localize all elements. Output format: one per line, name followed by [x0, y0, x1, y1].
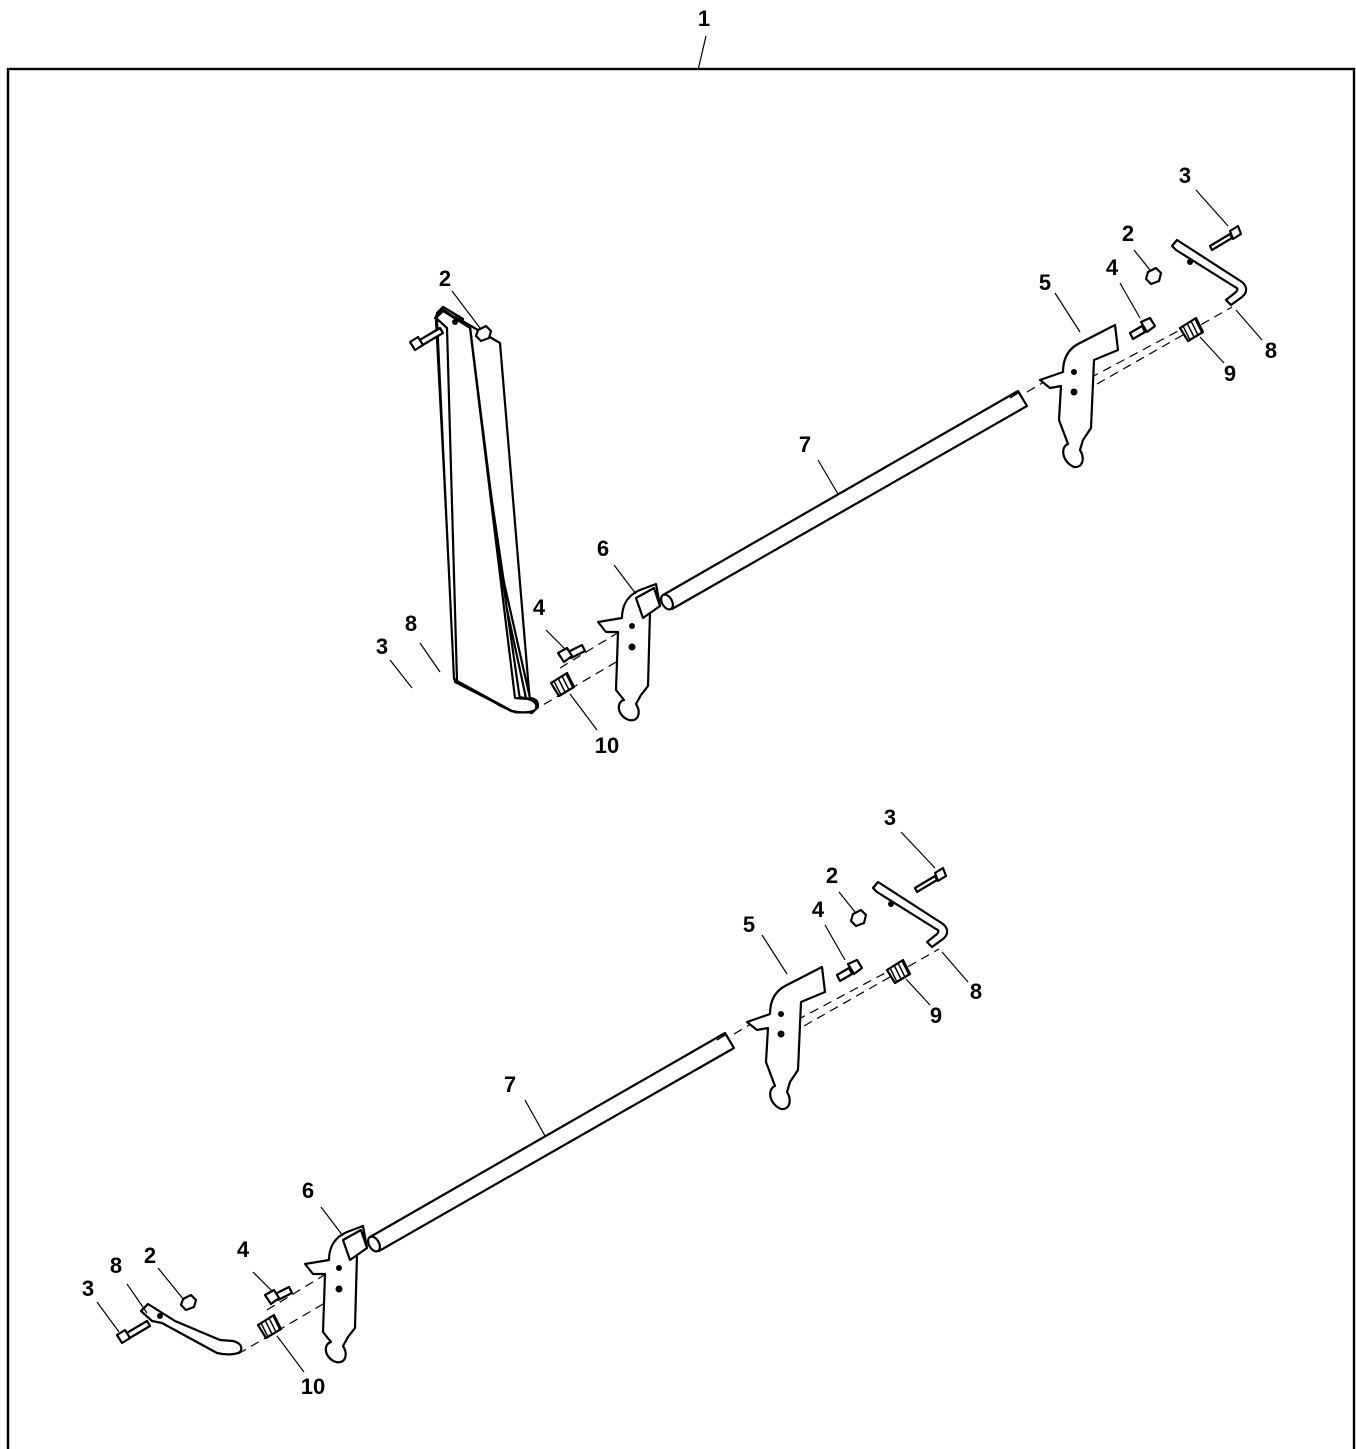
upper-leaders	[389, 189, 1263, 731]
upper-callout-5: 5	[1039, 270, 1051, 295]
lower-callout-6: 6	[302, 1178, 314, 1203]
upper-callout-6: 6	[597, 536, 609, 561]
upper-callout-10: 10	[595, 733, 619, 758]
lower-nut-left	[179, 1293, 198, 1312]
upper-callout-2-left: 2	[439, 266, 451, 291]
assembly-frame	[6, 67, 1356, 1449]
lower-callout-4-left: 4	[237, 1237, 250, 1262]
leader-assembly	[697, 35, 707, 71]
upper-link-right	[1170, 238, 1248, 307]
lower-shaft	[367, 1031, 736, 1253]
lower-callout-8-right: 8	[970, 979, 982, 1004]
lower-callout-2-left: 2	[144, 1243, 156, 1268]
callout-assembly: 1	[698, 6, 710, 31]
lower-callout-9: 9	[930, 1003, 942, 1028]
upper-bolt-right	[1208, 224, 1243, 252]
lower-callout-3-right: 3	[884, 805, 896, 830]
upper-hook-left	[596, 582, 662, 722]
upper-link-left-lever	[434, 309, 538, 714]
upper-callout-8-right: 8	[1265, 338, 1277, 363]
lower-washer-bolt-right	[835, 958, 864, 983]
upper-shaft	[660, 389, 1029, 611]
lower-callout-2-right: 2	[826, 863, 838, 888]
upper-callout-8-left: 8	[405, 611, 417, 636]
upper-nut-right	[1144, 266, 1163, 286]
upper-callout-3-right: 3	[1179, 163, 1191, 188]
upper-hook-right	[1038, 323, 1120, 469]
lower-hook-right	[745, 965, 827, 1111]
lower-spring-right	[885, 958, 912, 985]
lower-axis-right	[733, 948, 940, 1035]
upper-bolt-left	[408, 326, 445, 352]
upper-washer-bolt-left	[556, 643, 587, 664]
lower-washer-bolt-left	[263, 1285, 294, 1306]
lower-callout-7: 7	[504, 1072, 516, 1097]
lower-bolt-right	[913, 866, 948, 894]
lower-callout-10: 10	[301, 1374, 325, 1399]
lower-nut-right	[849, 908, 868, 928]
upper-washer-bolt-right	[1128, 316, 1157, 341]
upper-axis-right	[1026, 306, 1233, 393]
upper-callout-9: 9	[1224, 361, 1236, 386]
upper-spring-left	[549, 671, 576, 698]
lower-callout-4-right: 4	[812, 897, 825, 922]
upper-assembly	[408, 224, 1248, 722]
upper-callout-7: 7	[799, 432, 811, 457]
lower-link-left	[139, 1302, 243, 1356]
lower-leaders	[96, 831, 969, 1373]
lower-spring-left	[256, 1313, 283, 1340]
upper-callout-4-right: 4	[1106, 255, 1119, 280]
lower-bolt-left	[115, 1319, 152, 1345]
upper-callout-2-right: 2	[1122, 221, 1134, 246]
lower-link-right	[871, 880, 949, 949]
upper-callout-3-left: 3	[376, 634, 388, 659]
lower-callout-5: 5	[743, 912, 755, 937]
upper-spring-right	[1178, 316, 1205, 343]
lower-assembly	[115, 866, 949, 1364]
lower-callout-8-left: 8	[110, 1253, 122, 1278]
upper-callout-4-left: 4	[533, 595, 546, 620]
lower-callout-3-left: 3	[82, 1276, 94, 1301]
lower-hook-left	[303, 1224, 369, 1364]
upper-nut-left	[474, 324, 493, 343]
